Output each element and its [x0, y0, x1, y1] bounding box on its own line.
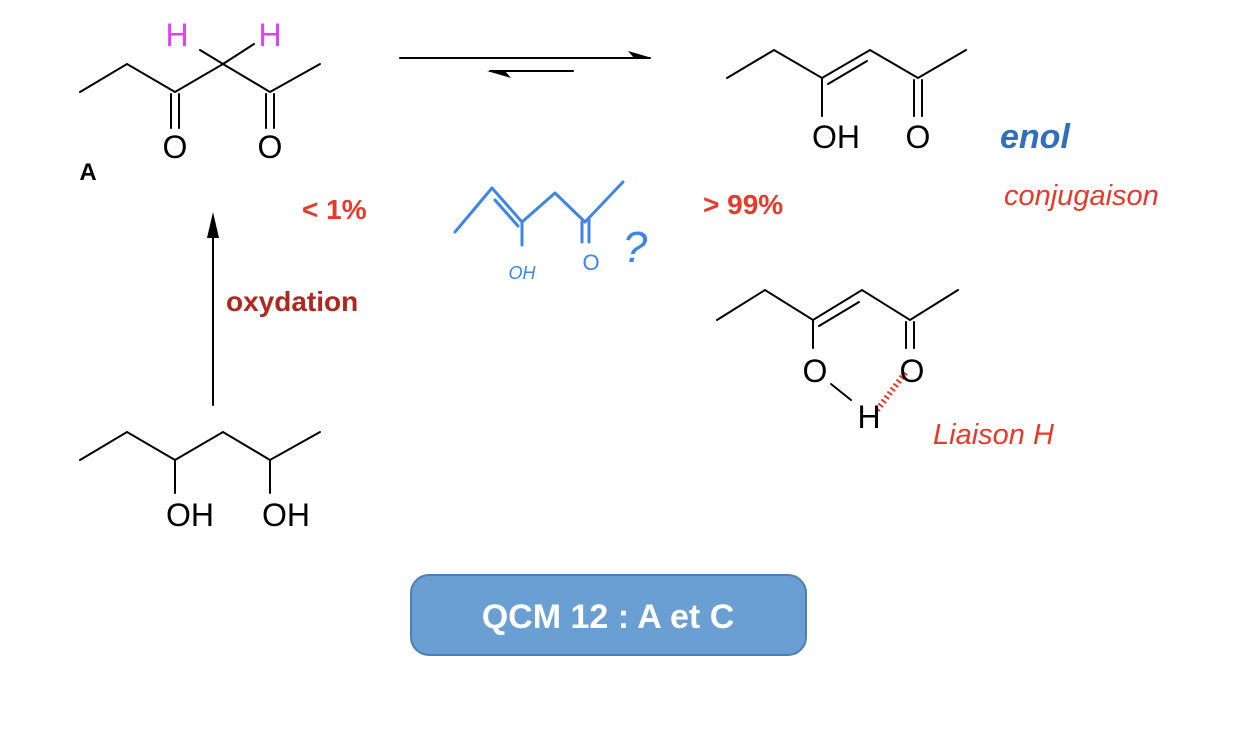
- reverse-arrowhead: [487, 71, 511, 78]
- oxidation-label: oxydation: [226, 286, 358, 317]
- oxygen-atom: O: [258, 129, 283, 165]
- carbon-chain: [79, 62, 321, 94]
- answer-box-background: [410, 574, 807, 656]
- oxygen-atom: O: [163, 129, 188, 165]
- hbond-enol-molecule: O O H Liaison H: [716, 288, 1054, 451]
- carbon-chain: [726, 48, 967, 80]
- arrowhead: [207, 212, 219, 238]
- sketch-oxygen: O: [582, 250, 599, 275]
- sketch-hydroxyl: OH: [509, 263, 537, 283]
- diketone-percentage: < 1%: [302, 194, 367, 225]
- oxygen-atom: O: [900, 353, 925, 389]
- handwritten-sketch: OH O ?: [453, 180, 648, 283]
- sketch-question-mark: ?: [623, 223, 648, 272]
- enol-title: enol: [1000, 118, 1071, 156]
- answer-text: QCM 12 : A et C: [482, 598, 735, 636]
- hydrogen-atom: H: [258, 17, 281, 53]
- enol-molecule: OH O enol conjugaison: [726, 48, 1159, 212]
- equilibrium-arrows: [399, 51, 652, 78]
- hbond-caption: Liaison H: [933, 419, 1054, 451]
- compound-label: A: [79, 159, 96, 186]
- diketone-molecule: H H O O A: [79, 17, 321, 186]
- sketch-chain: [453, 180, 625, 234]
- double-bond: [818, 301, 860, 327]
- carbon-chain: [79, 430, 321, 462]
- answer-box: QCM 12 : A et C: [410, 574, 807, 656]
- hydroxyl-group: OH: [812, 119, 860, 155]
- conjugation-label: conjugaison: [1004, 180, 1159, 212]
- oxygen-atom: O: [906, 119, 931, 155]
- enol-percentage: > 99%: [703, 189, 783, 220]
- oxidation-arrow: [207, 212, 219, 406]
- oxygen-atom: O: [803, 353, 828, 389]
- sketch-double-bond: [493, 198, 520, 228]
- ch-bond: [222, 43, 255, 65]
- ch-bond: [199, 49, 224, 65]
- diol-molecule: OH OH: [79, 430, 321, 533]
- hydrogen-atom: H: [857, 399, 880, 435]
- hydroxyl-group: OH: [262, 497, 310, 533]
- carbon-chain: [716, 288, 959, 322]
- hydrogen-atom: H: [165, 17, 188, 53]
- oh-bond: [830, 383, 852, 401]
- double-bond: [827, 60, 868, 85]
- hydroxyl-group: OH: [166, 497, 214, 533]
- forward-arrowhead: [628, 51, 652, 58]
